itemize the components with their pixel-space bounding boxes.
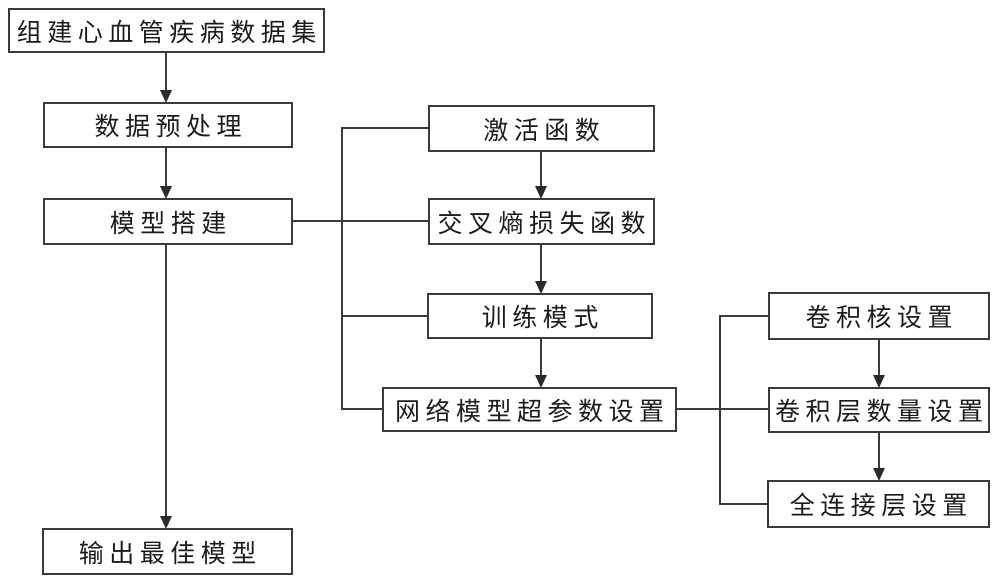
arrow-conv-kernel-to-conv-layers-shaft: [878, 340, 880, 375]
arrow-activation-to-cross-entropy-head-icon: [535, 186, 547, 199]
node-hyperparams: 网络模型超参数设置: [382, 387, 677, 432]
arrow-cross-entropy-to-training-mode-shaft: [540, 245, 542, 281]
node-training-mode-label: 训练模式: [481, 305, 604, 332]
node-training-mode: 训练模式: [427, 293, 653, 339]
node-cross-entropy: 交叉熵损失函数: [428, 198, 655, 245]
node-conv-kernel-label: 卷积核设置: [805, 305, 958, 332]
arrow-model-build-to-output-model-head-icon: [160, 516, 172, 529]
line-trunk-to-hyperparams: [341, 408, 382, 410]
node-conv-layers-label: 卷积层数量设置: [775, 399, 989, 426]
arrow-training-mode-to-hyperparams-head-icon: [535, 375, 547, 388]
node-activation: 激活函数: [428, 105, 655, 152]
line-left-trunk: [341, 127, 343, 410]
node-conv-kernel: 卷积核设置: [768, 292, 990, 340]
line-right-trunk: [719, 315, 721, 505]
node-fc-layer: 全连接层设置: [767, 480, 990, 528]
arrow-conv-layers-to-fc-layer-head-icon: [873, 468, 885, 481]
arrow-preprocess-to-model-build-head-icon: [160, 186, 172, 199]
arrow-training-mode-to-hyperparams-shaft: [540, 339, 542, 375]
arrow-dataset-to-preprocess-shaft: [165, 53, 167, 91]
arrow-model-build-to-output-model-shaft: [165, 245, 167, 516]
arrow-conv-layers-to-fc-layer-shaft: [878, 433, 880, 468]
arrow-dataset-to-preprocess-head-icon: [160, 90, 172, 103]
node-activation-label: 激活函数: [483, 117, 606, 145]
line-trunk-to-activation: [341, 127, 428, 129]
arrow-activation-to-cross-entropy-shaft: [540, 152, 542, 186]
node-model-build: 模型搭建: [43, 198, 293, 245]
node-dataset-label: 组建心血管疾病数据集: [16, 19, 322, 47]
node-output-model: 输出最佳模型: [42, 528, 293, 575]
node-cross-entropy-label: 交叉熵损失函数: [437, 210, 651, 238]
node-fc-layer-label: 全连接层设置: [789, 493, 973, 520]
node-preprocess: 数据预处理: [43, 102, 293, 148]
arrow-preprocess-to-model-build-shaft: [165, 148, 167, 186]
arrow-cross-entropy-to-training-mode-head-icon: [535, 281, 547, 294]
line-model-build-to-cross-entropy: [293, 220, 428, 222]
arrow-conv-kernel-to-conv-layers-head-icon: [873, 375, 885, 388]
node-dataset: 组建心血管疾病数据集: [8, 8, 325, 53]
line-trunk-to-training-mode: [341, 315, 427, 317]
node-conv-layers: 卷积层数量设置: [768, 387, 990, 433]
node-model-build-label: 模型搭建: [109, 210, 232, 238]
node-hyperparams-label: 网络模型超参数设置: [394, 398, 670, 426]
line-trunk-to-conv-kernel: [719, 315, 768, 317]
line-trunk-to-fc-layer: [719, 503, 767, 505]
node-output-model-label: 输出最佳模型: [78, 540, 262, 568]
node-preprocess-label: 数据预处理: [94, 114, 247, 141]
line-hyperparams-to-conv-layers: [677, 408, 768, 410]
